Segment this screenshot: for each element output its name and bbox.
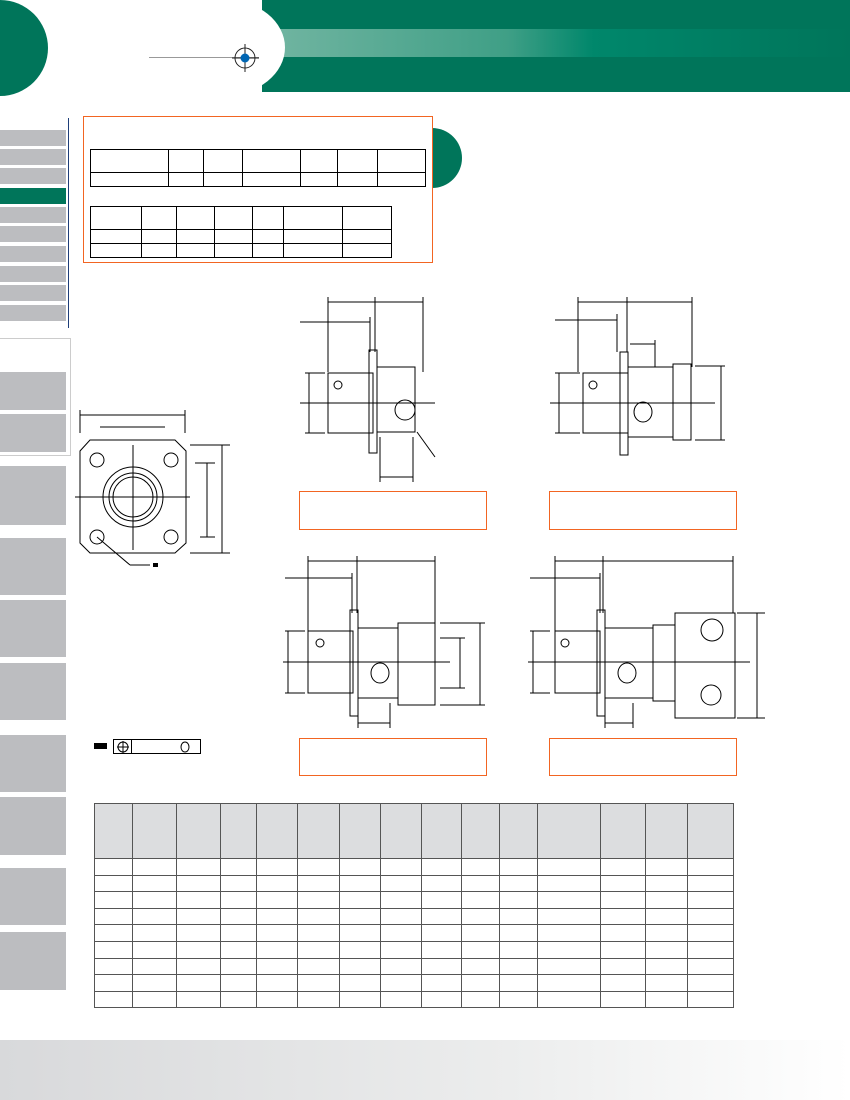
connector-side-view-4-drawing [528,556,765,728]
dimensions-table [94,803,734,1009]
connector-side-view-3-drawing [283,556,485,728]
caption-box-3 [299,738,487,776]
sidebar-tab[interactable] [0,130,66,146]
sidebar-tab[interactable] [0,305,66,321]
sidebar-tab[interactable] [0,266,66,282]
sidebar-block[interactable] [0,538,66,595]
header-gradient-stripe [280,29,850,57]
diameter-icon [180,741,190,753]
caption-box-4 [549,738,737,776]
sidebar-block[interactable] [0,663,66,720]
sidebar-block[interactable] [0,797,66,855]
caption-box-2 [549,491,737,530]
sidebar-tab[interactable] [0,246,66,262]
sidebar-block[interactable] [0,466,66,525]
sidebar-tab[interactable] [0,226,66,242]
sidebar-tab-active[interactable] [0,188,66,204]
page-footer-band [0,1040,850,1100]
header-left-circle [0,0,48,96]
sidebar-block[interactable] [0,735,66,792]
sidebar-rule [68,118,69,328]
sidebar-tab[interactable] [0,285,66,301]
sidebar-block[interactable] [0,932,66,990]
sidebar-block[interactable] [0,372,66,410]
caption-box-1 [299,491,487,530]
feature-control-frame [113,739,201,754]
connector-front-view-drawing [75,410,230,567]
datum-icon [94,743,107,749]
spec-table-1 [90,149,426,187]
sidebar-block[interactable] [0,868,66,925]
sidebar-block[interactable] [0,600,66,657]
header-white-cutout [150,0,285,95]
frame-divider [131,740,132,753]
sidebar-tab[interactable] [0,207,66,223]
sidebar-group-box [0,338,71,456]
connector-side-view-1-drawing [300,297,436,482]
sidebar-block[interactable] [0,414,66,452]
header-rule [149,57,259,58]
spec-table-2 [90,206,392,258]
connector-side-view-2-drawing [550,297,725,456]
sidebar-tab[interactable] [0,149,66,165]
sidebar-tab[interactable] [0,168,66,184]
registration-mark-icon [232,44,259,72]
true-position-icon [117,741,129,753]
